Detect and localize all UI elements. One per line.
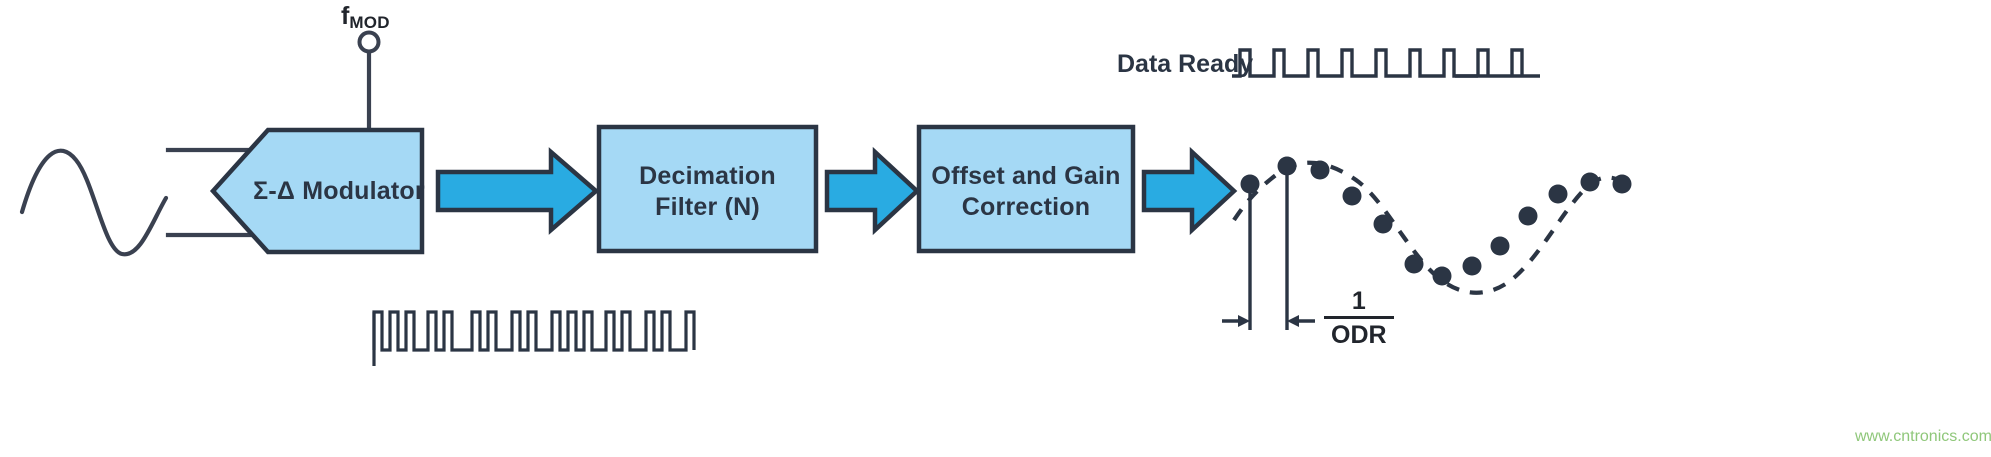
odr-fraction-bar (1324, 316, 1394, 320)
arrow-corr-to-out (1141, 146, 1238, 236)
fmod-label-sub: MOD (349, 13, 390, 32)
sample-dot (1310, 160, 1330, 180)
sample-dot (1612, 174, 1632, 194)
sample-dot (1548, 184, 1568, 204)
sample-dot (1518, 206, 1538, 226)
block-label-correction-line2: Correction (961, 193, 1091, 221)
block-label-decimation-line1: Decimation (639, 162, 776, 190)
odr-dimension-arrows (1222, 315, 1315, 327)
sample-dot (1580, 172, 1600, 192)
block-label-decimation: Decimation Filter (N) (599, 161, 816, 223)
sample-dot (1277, 156, 1297, 176)
fmod-clock-lead (357, 30, 381, 130)
sample-dot (1490, 236, 1510, 256)
sample-dot (1342, 186, 1362, 206)
fmod-label: fMOD (341, 2, 390, 32)
fmod-label-main: f (341, 2, 350, 30)
sample-dot (1404, 254, 1424, 274)
arrow-mod-to-dec (435, 147, 600, 235)
arrow-dec-to-corr (824, 146, 921, 236)
watermark: www.cntronics.com (1855, 428, 1991, 445)
data-ready-label: Data Ready (1117, 50, 1254, 78)
block-label-correction: Offset and Gain Correction (919, 161, 1133, 223)
block-sigma-delta-modulator (209, 127, 425, 255)
sample-dot (1432, 266, 1452, 286)
odr-fraction: 1 ODR (1324, 288, 1394, 349)
block-decimation-filter (596, 124, 819, 254)
analog-sine-input (19, 148, 169, 257)
block-label-decimation-line2: Filter (N) (655, 193, 760, 221)
block-label-correction-line1: Offset and Gain (931, 162, 1121, 190)
sample-dot (1373, 214, 1393, 234)
sample-dot (1462, 256, 1482, 276)
fmod-terminal-circle (357, 30, 381, 54)
sampled-sine-output (1232, 156, 1632, 330)
block-offset-gain-correction (916, 124, 1136, 254)
sample-dot (1240, 174, 1260, 194)
odr-numerator: 1 (1351, 287, 1366, 315)
odr-denominator: ODR (1331, 321, 1387, 350)
block-label-modulator: Σ-Δ Modulator (253, 177, 425, 205)
modulator-bitstream-waveform (372, 310, 696, 366)
data-ready-waveform (1232, 48, 1540, 78)
